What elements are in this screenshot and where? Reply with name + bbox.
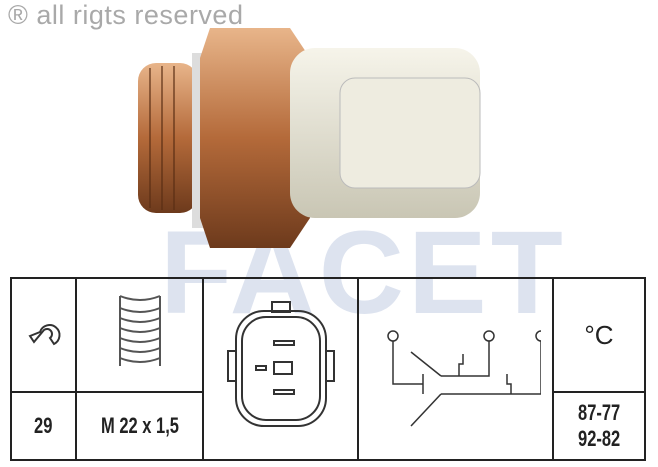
connector-icon: [226, 301, 335, 427]
temp-ranges: 87-77 92-82: [552, 391, 646, 461]
thread-cell: [75, 277, 204, 393]
wrench-size-value: 29: [10, 391, 77, 461]
wrench-cell: [10, 277, 77, 393]
temp-range-2: 92-82: [577, 426, 621, 451]
switch-schematic-icon: [386, 330, 547, 427]
wrench-icon: [27, 324, 61, 346]
spec-table: °C 29 M 22 x 1,5 87-77 92-82: [10, 277, 646, 461]
copyright-notice: ® all rigts reserved: [8, 0, 244, 30]
temp-range-1: 87-77: [577, 400, 621, 425]
thread-value: M 22 x 1,5: [75, 391, 204, 461]
switch-schematic-cell: [357, 277, 554, 461]
connector-cell: [202, 277, 359, 461]
temperature-switch-photo: [138, 28, 481, 248]
thread-icon: [118, 295, 161, 366]
temp-unit: °C: [552, 277, 646, 393]
